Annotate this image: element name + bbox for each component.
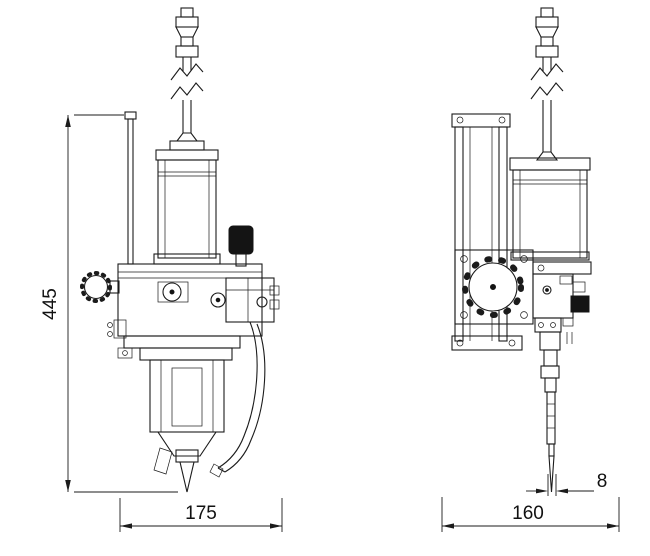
dimension-8: 8 xyxy=(526,471,607,496)
dimension-445: 445 xyxy=(40,114,178,493)
front-adjust-knob-icon xyxy=(80,271,120,303)
front-tubes xyxy=(209,321,266,478)
front-clamp-knob-icon xyxy=(228,225,254,267)
side-pipe-break-icon xyxy=(530,63,564,100)
front-needle-icon xyxy=(175,449,199,493)
side-hand-wheel-icon xyxy=(462,256,524,318)
dim-445-label: 445 xyxy=(40,288,61,320)
front-guide-rod xyxy=(124,111,137,265)
dim-8-label: 8 xyxy=(597,471,608,492)
side-inlet-tube xyxy=(535,100,559,161)
front-side-bracket xyxy=(225,277,280,323)
side-top-fitting-icon xyxy=(535,7,559,71)
dim-160-label: 160 xyxy=(512,503,544,524)
side-needle-icon xyxy=(539,331,561,493)
front-top-fitting-icon xyxy=(175,7,199,71)
side-motor-body xyxy=(509,157,591,261)
front-pipe-break-icon xyxy=(170,63,204,100)
dim-175-label: 175 xyxy=(185,503,217,524)
side-valve-assembly xyxy=(532,261,592,344)
side-view xyxy=(451,7,592,493)
front-motor-body xyxy=(153,149,221,265)
front-inlet-tube xyxy=(169,100,205,151)
dimension-175: 175 xyxy=(119,498,283,532)
front-lower-body xyxy=(139,347,233,475)
dimension-160: 160 xyxy=(441,497,620,532)
front-view xyxy=(80,7,280,493)
side-slide-column xyxy=(451,113,523,351)
